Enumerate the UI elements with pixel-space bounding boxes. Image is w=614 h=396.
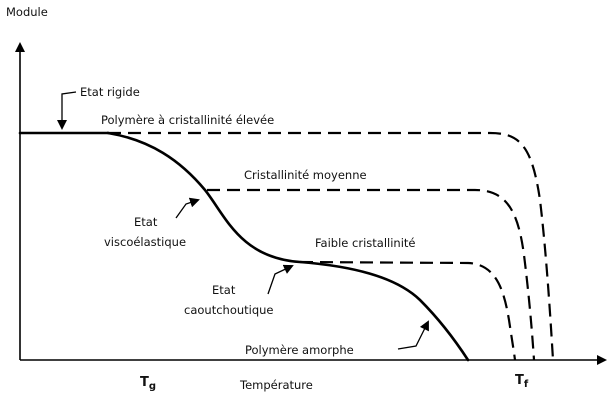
rubbery-label-line1: Etat [212,283,236,297]
tick-tf-main: T [515,373,524,388]
viscoelastic-label-line2: viscoélastique [104,235,186,249]
low-crystallinity-curve [299,260,517,361]
amorphous-polymer-curve [106,131,470,362]
low-crystallinity-label: Faible cristallinité [315,236,415,250]
tick-tg-sub: g [149,381,156,392]
tick-tg-main: T [140,375,149,390]
medium-crystallinity-label: Cristallinité moyenne [244,168,367,182]
medium-crystallinity-curve [207,188,536,361]
rubbery-label-line2: caoutchoutique [184,303,274,317]
tick-tg: Tg [140,375,156,392]
rigid-state-pointer [57,91,77,130]
tick-tf-sub: f [524,379,529,390]
amorphous-label: Polymère amorphe [245,343,354,357]
rubbery-pointer [267,264,294,295]
x-axis-title: Température [239,378,313,392]
rigid-state-label: Etat rigide [80,85,140,99]
high-crystallinity-label: Polymère à cristallinité élevée [101,113,274,127]
y-axis-title: Module [6,5,48,19]
amorphous-pointer [397,320,429,350]
high-crystallinity-curve [108,131,555,361]
tick-tf: Tf [515,373,529,390]
viscoelastic-pointer [175,197,200,219]
viscoelastic-label-line1: Etat [134,215,158,229]
